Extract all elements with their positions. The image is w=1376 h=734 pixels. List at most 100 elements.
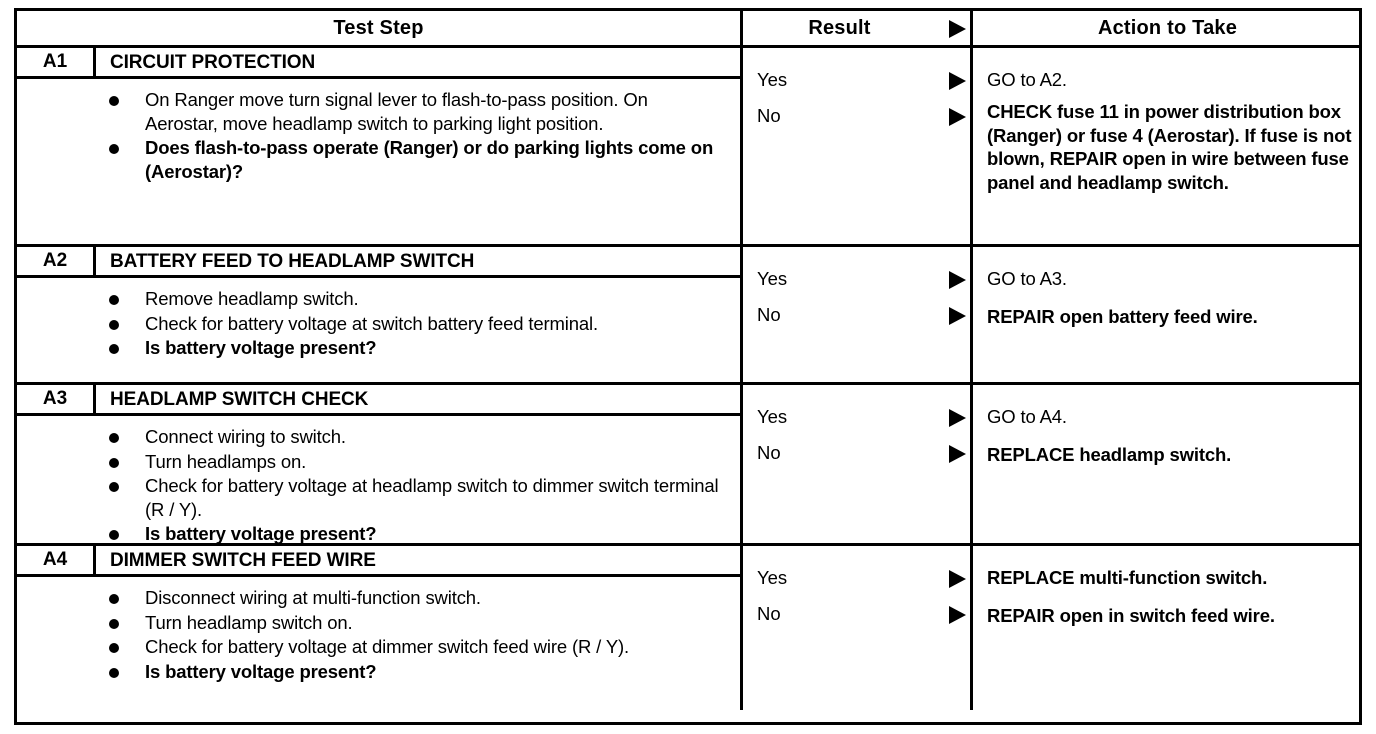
bullet-icon [109,667,119,678]
step-instruction-item: Is battery voltage present? [109,660,724,684]
table-body: A1 CIRCUIT PROTECTION On Ranger move turn … [17,48,1359,710]
result-label: No [757,603,781,624]
step-heading: A2 BATTERY FEED TO HEADLAMP SWITCH [17,247,740,278]
step-instruction-item: Turn headlamp switch on. [109,611,724,635]
triangle-right-icon [949,445,966,463]
step-code: A3 [42,388,68,409]
triangle-right-icon [949,271,966,289]
step-title: DIMMER SWITCH FEED WIRE [93,546,740,574]
action-text: CHECK fuse 11 in power distribution box … [987,101,1352,193]
step-instruction-item: Check for battery voltage at headlamp sw… [109,474,724,521]
action-list: REPLACE multi-function switch. REPAIR ope… [973,546,1362,634]
column-header-action-to-take: Action to Take [970,11,1362,45]
step-heading: A1 CIRCUIT PROTECTION [17,48,740,79]
result-item: No [743,98,970,134]
step-instruction-item: Remove headlamp switch. [109,287,724,311]
result-item: No [743,596,970,632]
step-code: A4 [42,549,68,570]
triangle-right-icon [949,409,966,427]
action-text: GO to A2. [987,69,1067,90]
action-list: GO to A2. CHECK fuse 11 in power distribu… [973,48,1362,194]
triangle-right-icon [949,307,966,325]
result-item: Yes [743,560,970,596]
bullet-icon [109,96,119,106]
table-row: A4 DIMMER SWITCH FEED WIRE Disconnect wiri… [17,546,1359,710]
step-instruction-item: Is battery voltage present? [109,522,724,546]
result-item: No [743,435,970,471]
result-item: Yes [743,399,970,435]
bullet-icon [109,457,119,468]
bullet-icon [109,618,119,629]
step-instruction-item: Connect wiring to switch. [109,425,724,449]
column-header-test-step: Test Step [333,17,424,39]
action-text: GO to A3. [987,268,1067,289]
step-title: HEADLAMP SWITCH CHECK [93,385,740,413]
result-item: Yes [743,62,970,98]
result-label: Yes [757,69,788,90]
test-step-cell: A3 HEADLAMP SWITCH CHECK Connect wiring to… [17,385,740,546]
action-text: GO to A4. [987,406,1067,427]
result-label: No [757,304,781,325]
result-label: No [757,442,781,463]
triangle-right-icon [949,570,966,588]
step-instruction-item: Check for battery voltage at dimmer swit… [109,635,724,659]
action-cell: REPLACE multi-function switch. REPAIR ope… [970,546,1362,710]
bullet-icon [109,594,119,604]
action-list: GO to A4. REPLACE headlamp switch. [973,385,1362,473]
bullet-icon [109,319,119,330]
step-instruction-item: On Ranger move turn signal lever to flas… [109,88,724,135]
step-instruction-list: Connect wiring to switch.Turn headlamps … [17,416,740,546]
result-item: Yes [743,261,970,297]
triangle-right-icon [949,20,966,38]
action-list: GO to A3. REPAIR open battery feed wire. [973,247,1362,335]
step-code: A2 [42,250,68,271]
action-text: REPLACE headlamp switch. [987,444,1232,465]
action-text: REPLACE multi-function switch. [987,567,1268,588]
action-text: REPAIR open in switch feed wire. [987,605,1275,626]
step-instruction-item: Is battery voltage present? [109,336,724,360]
step-instruction-list: On Ranger move turn signal lever to flas… [17,79,740,183]
column-header-result-label: Result [808,17,871,39]
step-heading: A3 HEADLAMP SWITCH CHECK [17,385,740,416]
step-instruction-item: Check for battery voltage at switch batt… [109,312,724,336]
step-title: BATTERY FEED TO HEADLAMP SWITCH [93,247,740,275]
bullet-icon [109,530,119,540]
step-instruction-list: Disconnect wiring at multi-function swit… [17,577,740,683]
result-label: Yes [757,567,788,588]
test-step-cell: A1 CIRCUIT PROTECTION On Ranger move turn … [17,48,740,244]
step-instruction-list: Remove headlamp switch.Check for battery… [17,278,740,360]
triangle-right-icon [949,108,966,126]
bullet-icon [109,643,119,653]
bullet-icon [109,344,119,354]
result-item: No [743,297,970,333]
step-heading: A4 DIMMER SWITCH FEED WIRE [17,546,740,577]
result-label: Yes [757,268,788,289]
table-row: A3 HEADLAMP SWITCH CHECK Connect wiring to… [17,385,1359,546]
result-label: Yes [757,406,788,427]
table-header-row: Test Step Result Action to Take [17,11,1359,48]
action-text: REPAIR open battery feed wire. [987,306,1258,327]
action-cell: GO to A3. REPAIR open battery feed wire. [970,247,1362,382]
bullet-icon [109,433,119,443]
pinpoint-test-table: Test Step Result Action to Take A1 CIRCUI… [14,8,1362,725]
result-label: No [757,105,781,126]
step-title: CIRCUIT PROTECTION [93,48,740,76]
test-step-cell: A4 DIMMER SWITCH FEED WIRE Disconnect wiri… [17,546,740,710]
table-row: A1 CIRCUIT PROTECTION On Ranger move turn … [17,48,1359,247]
test-step-cell: A2 BATTERY FEED TO HEADLAMP SWITCH Remove … [17,247,740,382]
step-instruction-item: Turn headlamps on. [109,450,724,474]
triangle-right-icon [949,606,966,624]
triangle-right-icon [949,72,966,90]
step-instruction-item: Does flash-to-pass operate (Ranger) or d… [109,136,724,183]
column-header-result: Result [740,11,970,45]
step-code: A1 [42,51,68,72]
